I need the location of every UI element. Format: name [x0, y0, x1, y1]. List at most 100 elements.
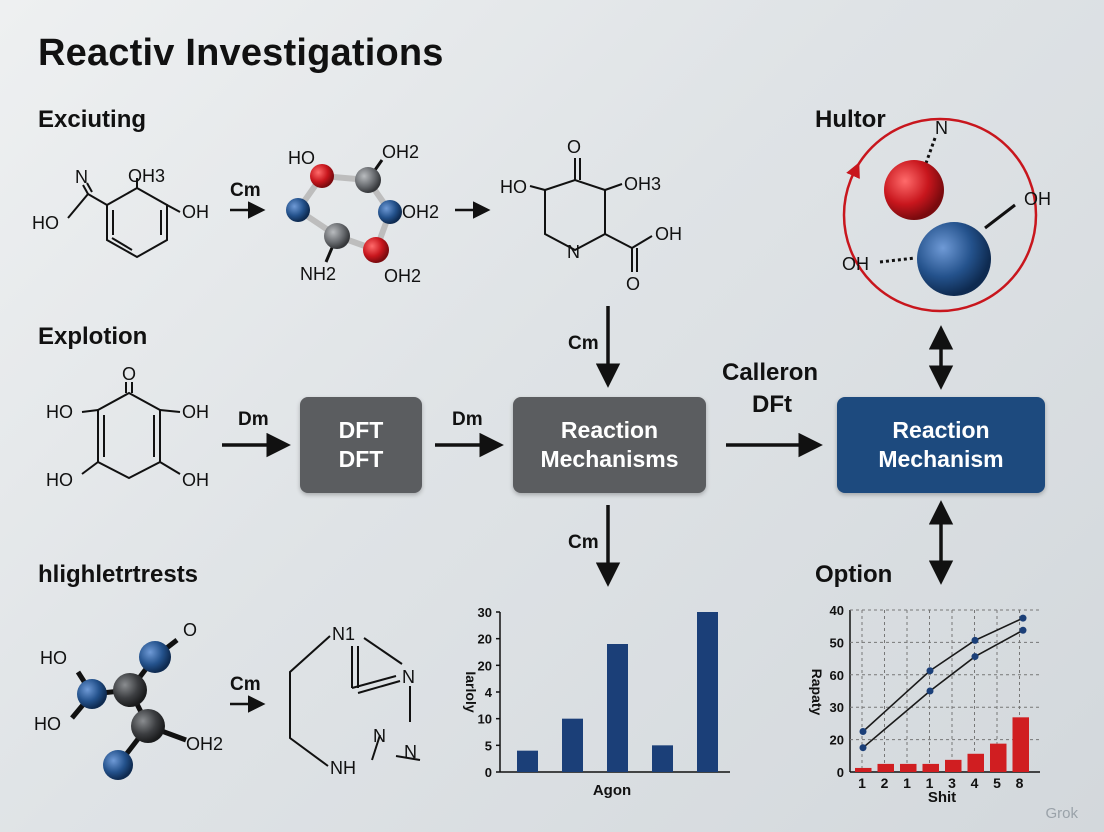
chart2-bar [855, 767, 872, 772]
chart2-y-tick-label: 0 [837, 765, 844, 780]
chart2-bar [900, 763, 917, 772]
molecule-6-macrocycle: N1 N N N NH [289, 624, 421, 778]
chart2-y-tick-label: 60 [830, 668, 844, 683]
chart2-x-tick-label: 3 [948, 775, 956, 791]
m6-label-n-right: N [402, 667, 415, 687]
m3-label-oh: OH [655, 224, 682, 244]
orbit-label-oh-left: OH [842, 254, 869, 274]
chart2-bar [945, 759, 962, 772]
chart1-bar [562, 718, 583, 772]
molecule-4-ring: O HO OH HO OH [46, 364, 209, 490]
page-title: Reactiv Investigations [38, 32, 444, 74]
m6-label-n-low: N [404, 742, 417, 762]
orbit-direction-arrow [846, 162, 860, 180]
molecule-5-ball-stick: O HO HO OH2 [34, 620, 223, 780]
section-hultor: Hultor [815, 106, 886, 133]
chart1-y-axis-label: Iarloly [463, 671, 479, 712]
mechanisms-blue-box-line2: Mechanism [878, 446, 1004, 472]
section-option: Option [815, 561, 893, 588]
m2-label-nh2: NH2 [300, 264, 336, 284]
chart2-y-axis-label: Rapaty [809, 669, 825, 716]
m2-label-oh2-bottom: OH2 [384, 266, 421, 286]
chart2-x-tick-label: 1 [926, 775, 934, 791]
m2-label-oh2-right: OH2 [402, 202, 439, 222]
chart2-bar [1012, 717, 1029, 772]
m3-label-n: N [567, 242, 580, 262]
m3-label-oh3: OH3 [624, 174, 661, 194]
chart1-y-tick-label: 10 [478, 712, 492, 727]
chart2-bar [967, 753, 984, 772]
m5-label-ho-bottom: HO [34, 714, 61, 734]
section-exciting: Exciuting [38, 106, 147, 133]
arrow-label-cm-low: Cm [568, 532, 599, 553]
m1-label-ho: HO [32, 213, 59, 233]
arrow-label-calleron: Calleron [722, 359, 819, 386]
chart1-y-tick-label: 30 [478, 605, 492, 620]
blue-atom [917, 222, 991, 296]
mechanisms-box-line2: Mechanisms [540, 446, 679, 472]
chart1-y-tick-label: 5 [485, 738, 492, 753]
chart1-x-axis-label: Agon [593, 782, 631, 799]
chart2-series-point [926, 687, 934, 695]
orbit-label-oh-right: OH [1024, 189, 1051, 209]
arrow-label-cm-mid: Cm [568, 333, 599, 354]
molecule-3-ring: O HO OH3 N OH O [500, 137, 682, 294]
chart2-series-point [971, 636, 979, 644]
m5-label-ho-top: HO [40, 648, 67, 668]
chart2-series-point [926, 667, 934, 675]
chart2-x-tick-label: 1 [903, 775, 911, 791]
m1-label-n: N [75, 167, 88, 187]
chart1-bar [607, 644, 628, 772]
chart2-y-tick-label: 40 [830, 603, 844, 618]
watermark: Grok [1045, 805, 1078, 822]
chart2-series-point [859, 744, 867, 752]
orbit-circle [842, 117, 1038, 313]
m6-label-n1: N1 [332, 624, 355, 644]
red-atom [884, 160, 944, 220]
m2-label-ho: HO [288, 148, 315, 168]
m4-label-ho-top: HO [46, 402, 73, 422]
m6-label-nh: NH [330, 758, 356, 778]
m2-label-oh2-top: OH2 [382, 142, 419, 162]
chart2-series-point [1019, 614, 1027, 622]
chart2-y-tick-label: 30 [830, 700, 844, 715]
m5-label-o: O [183, 620, 197, 640]
chart2-x-tick-label: 5 [993, 775, 1001, 791]
molecule-1-benzene: N OH3 HO OH [32, 166, 209, 259]
m1-label-oh3: OH3 [128, 166, 165, 186]
orbit-interaction-diagram: N OH OH [842, 117, 1051, 313]
m5-label-oh2: OH2 [186, 734, 223, 754]
chart2-series-line [862, 617, 1024, 733]
mechanisms-box-line1: Reaction [560, 417, 659, 444]
chart2-series-point [1019, 626, 1027, 634]
chart1-y-tick-label: 20 [478, 658, 492, 673]
molecule-2-ball-stick: HO OH2 OH2 NH2 OH2 [286, 142, 439, 286]
dft-box: DFT DFT [300, 397, 422, 493]
chart2-bar [877, 763, 894, 772]
mechanisms-blue-box-line1: Reaction [892, 417, 990, 444]
arrow-label-cm-top: Cm [230, 180, 261, 201]
chart1-bar [697, 612, 718, 772]
reaction-mechanisms-blue-box: Reaction Mechanism [837, 397, 1045, 493]
chart2-bar [922, 763, 939, 772]
section-explotion: Explotion [38, 323, 148, 350]
chart2-series-line [862, 629, 1024, 749]
chart2-x-tick-label: 1 [858, 775, 866, 791]
orbit-label-n: N [935, 118, 948, 138]
chart1-bar [517, 750, 538, 772]
dft-box-line2: DFT [338, 446, 384, 472]
chart2-series-point [859, 728, 867, 735]
arrow-label-cm-bottom: Cm [230, 674, 261, 695]
chart2-x-tick-label: 4 [971, 775, 979, 791]
m4-label-oh-bottom: OH [182, 470, 209, 490]
chart2-x-axis-label: Shit [928, 789, 956, 806]
m3-label-ho: HO [500, 177, 527, 197]
m6-label-n-mid: N [373, 726, 386, 746]
chart1-y-tick-label: 4 [485, 685, 493, 700]
m3-label-o-bottom: O [626, 274, 640, 294]
chart2-y-tick-label: 50 [830, 635, 844, 650]
chart2-bar [990, 743, 1007, 772]
